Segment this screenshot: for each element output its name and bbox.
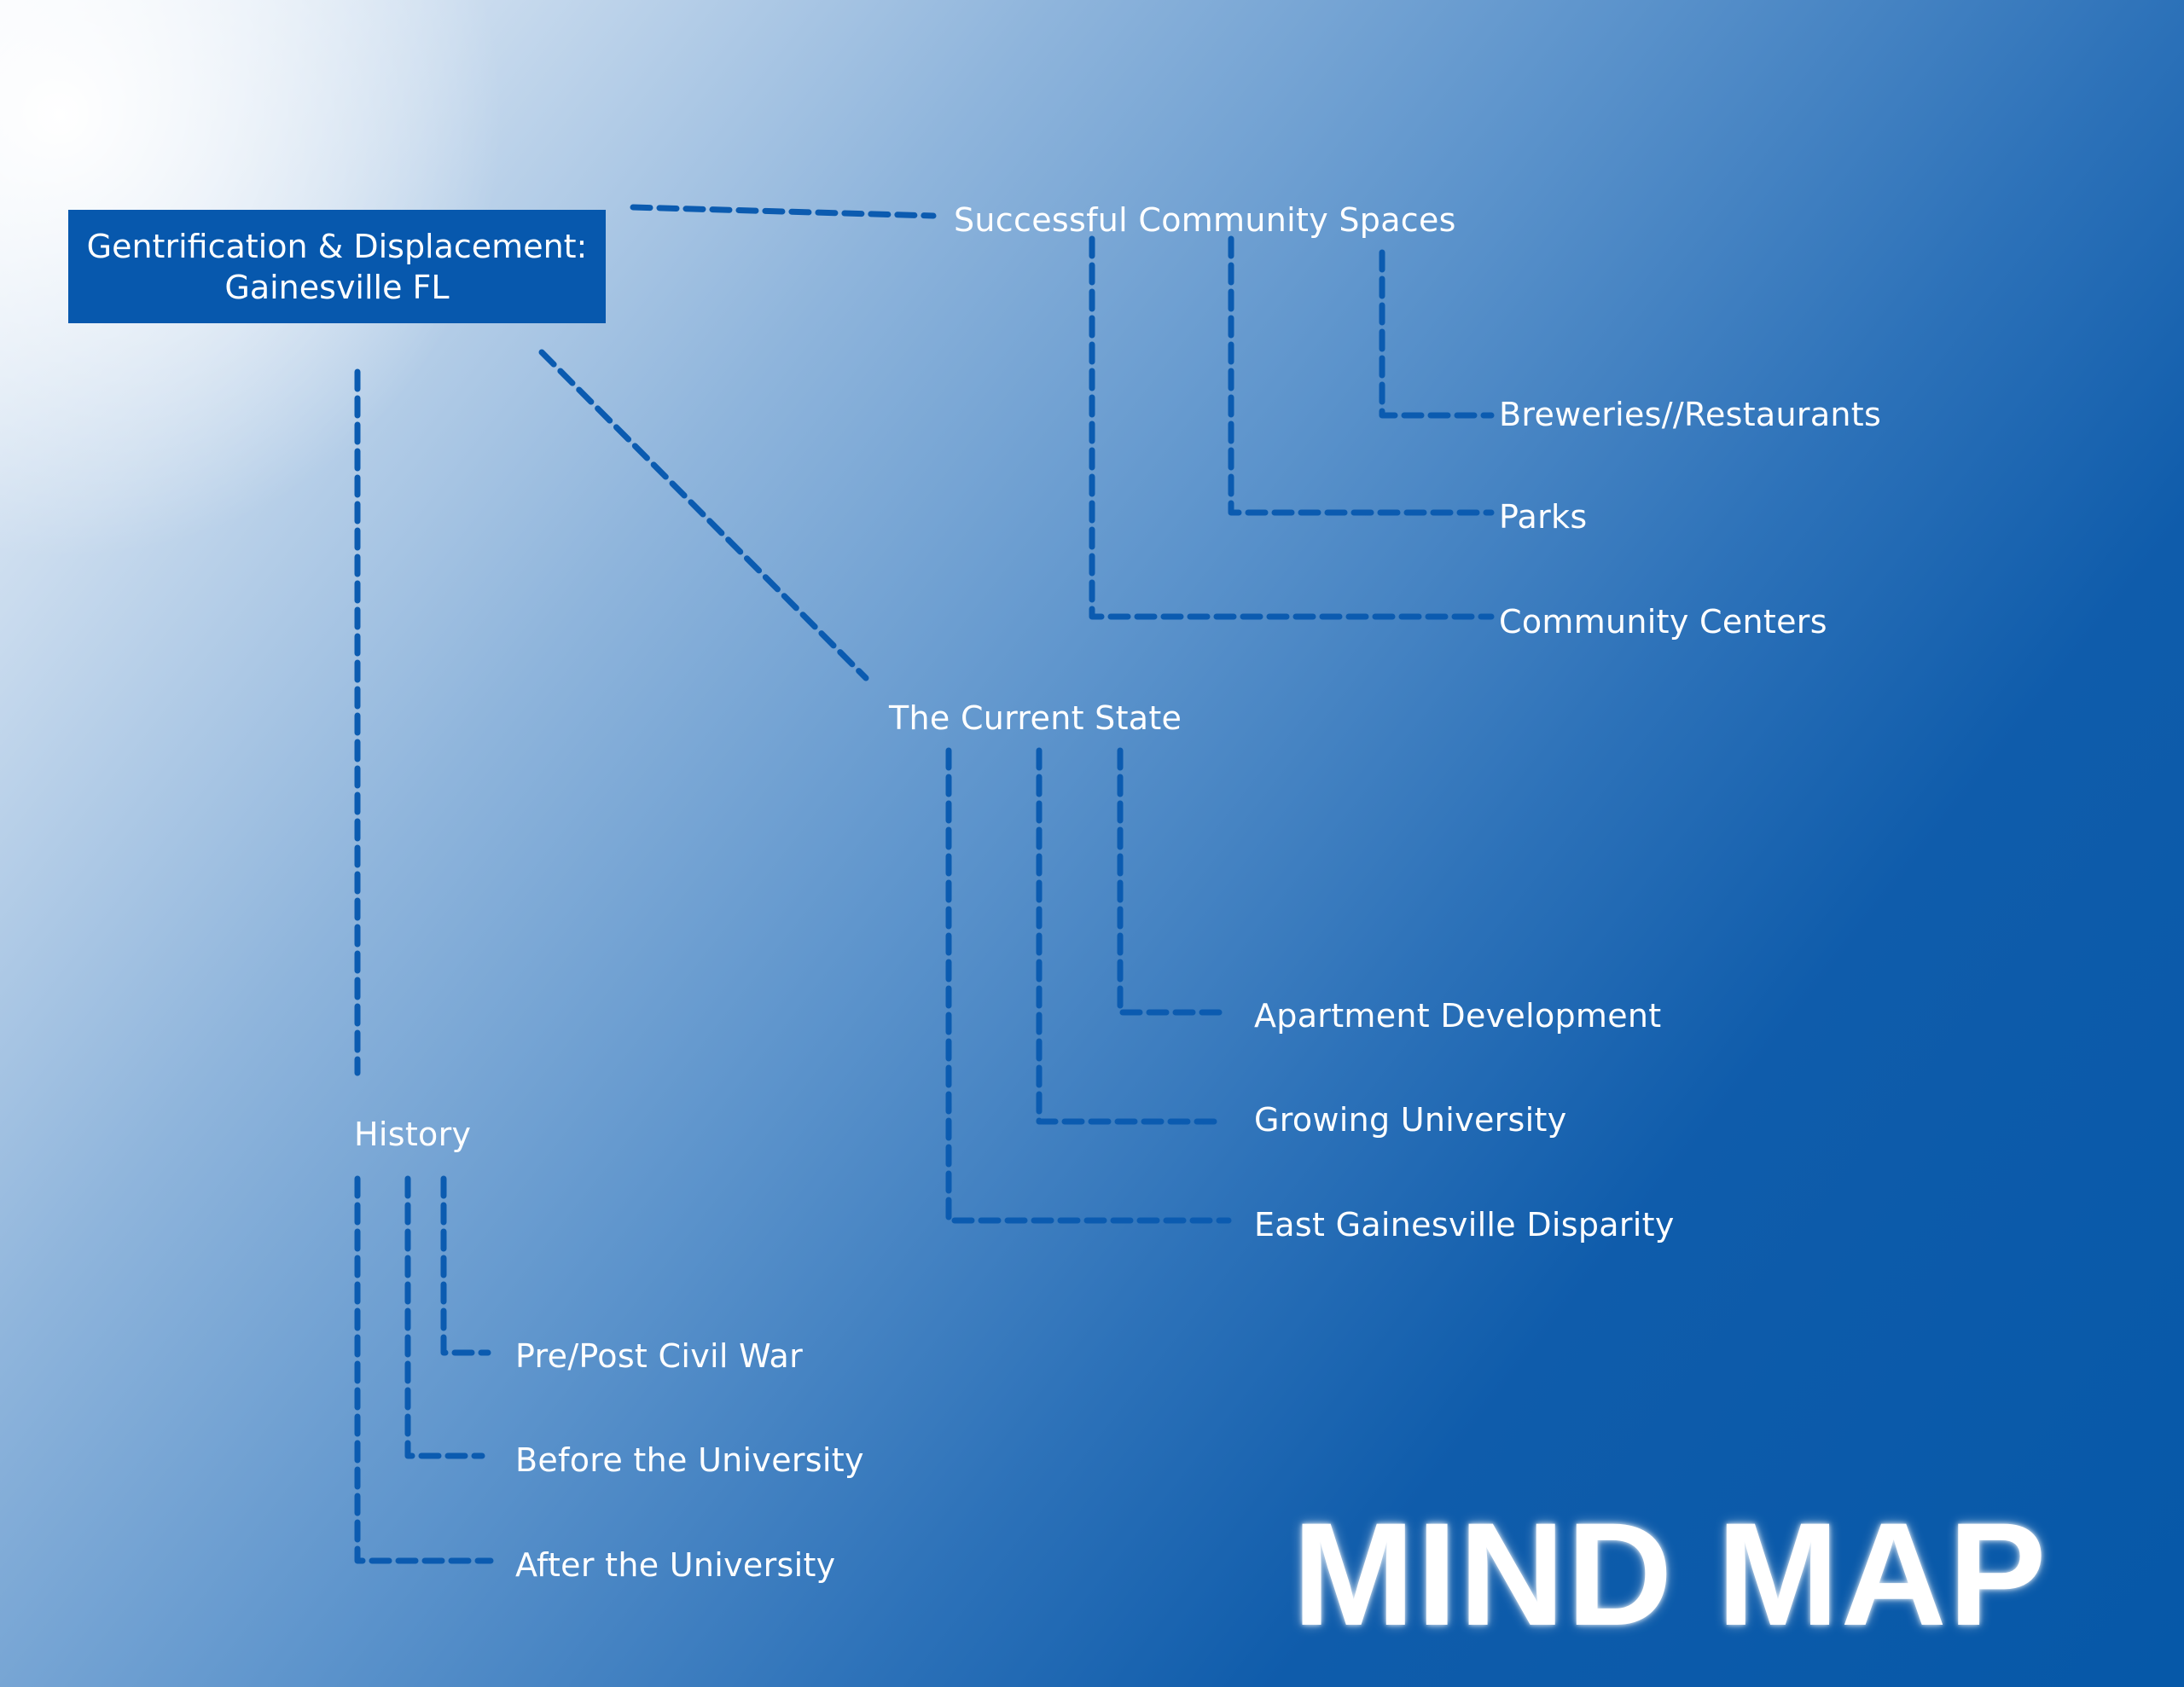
- connector-root-current: [538, 349, 869, 681]
- leaf-after-university: After the University: [515, 1546, 836, 1584]
- connector-community-centers: [1089, 235, 1495, 620]
- leaf-before-university: Before the University: [515, 1441, 864, 1479]
- connector-current-apartment: [1117, 747, 1228, 1016]
- leaf-growing-university: Growing University: [1254, 1101, 1567, 1139]
- connector-root-community: [630, 204, 937, 219]
- branch-community-spaces: Successful Community Spaces: [954, 201, 1456, 239]
- leaf-apartment-development: Apartment Development: [1254, 997, 1662, 1035]
- connector-history-after: [354, 1175, 494, 1564]
- leaf-east-gainesville-disparity: East Gainesville Disparity: [1254, 1206, 1675, 1244]
- leaf-parks: Parks: [1499, 498, 1588, 536]
- leaf-community-centers: Community Centers: [1499, 603, 1827, 641]
- connector-current-university: [1036, 747, 1225, 1125]
- leaf-pre-post-civil-war: Pre/Post Civil War: [515, 1337, 804, 1375]
- connector-current-disparity: [945, 747, 1232, 1224]
- branch-current-state: The Current State: [889, 699, 1182, 737]
- root-title-line1: Gentrification & Displacement:: [86, 227, 588, 265]
- root-node: Gentrification & Displacement: Gainesvil…: [68, 210, 606, 323]
- connector-community-breweries: [1379, 249, 1495, 419]
- mind-map-title: MIND MAP: [1292, 1493, 2048, 1656]
- connector-history-before: [404, 1175, 485, 1459]
- connector-history-civilwar: [440, 1175, 491, 1356]
- branch-history: History: [354, 1116, 472, 1153]
- root-title-line2: Gainesville FL: [224, 268, 450, 306]
- connector-community-parks: [1228, 235, 1495, 516]
- leaf-breweries-restaurants: Breweries//Restaurants: [1499, 396, 1882, 433]
